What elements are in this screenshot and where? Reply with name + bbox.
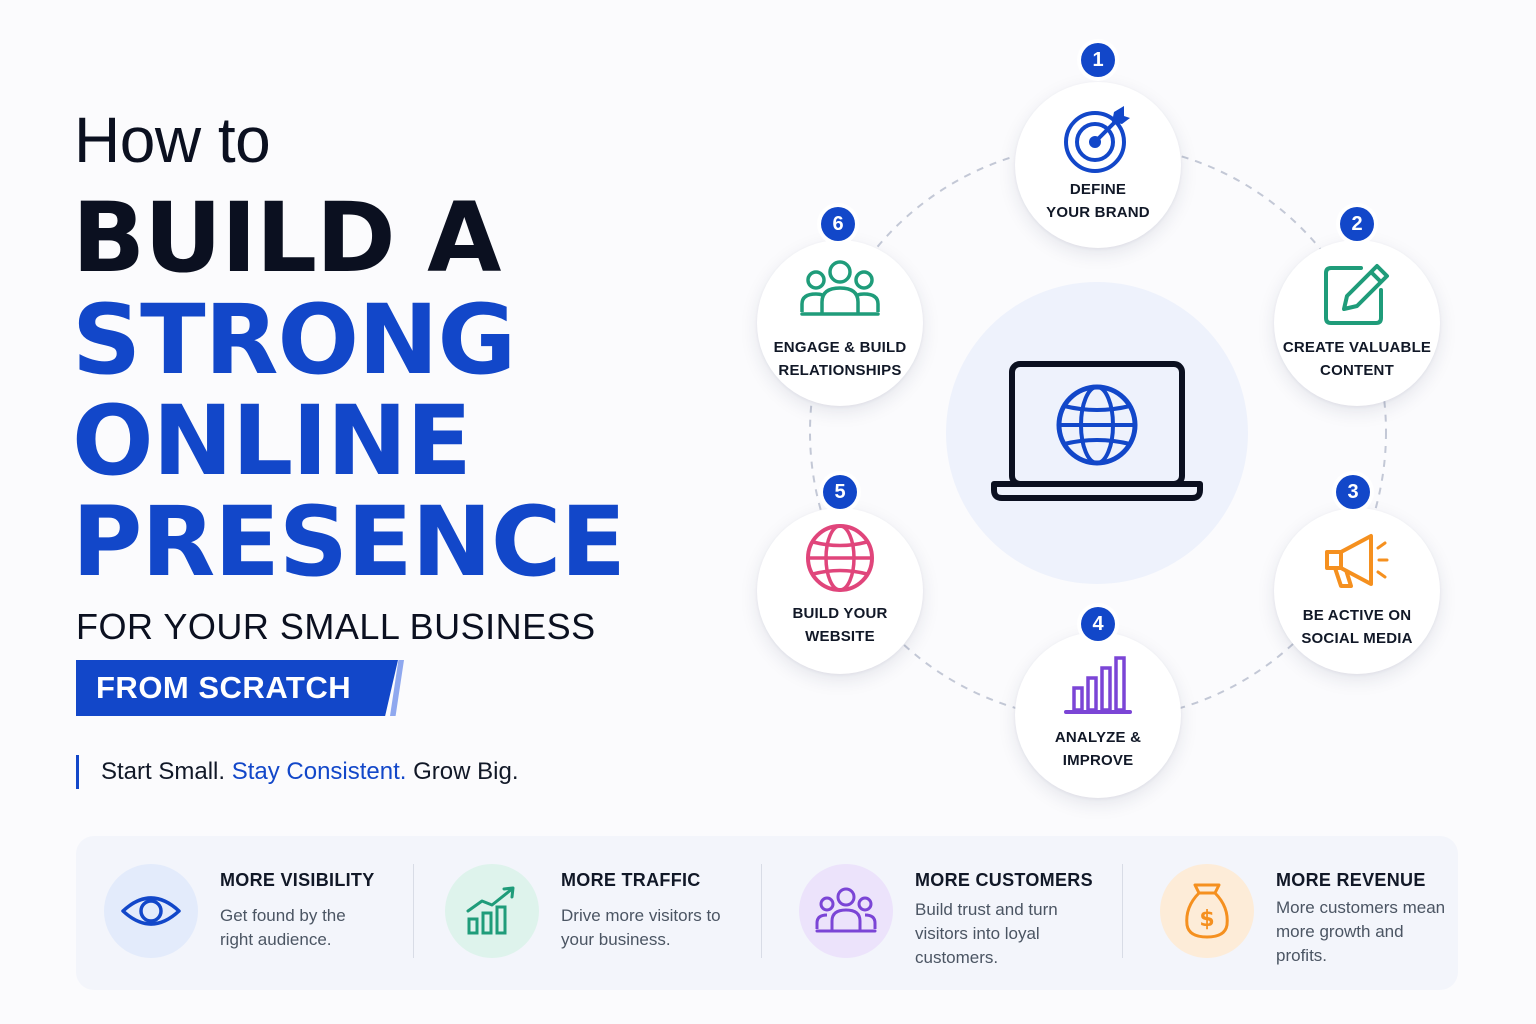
benefit-traffic-desc: Drive more visitors to your business. (561, 906, 721, 949)
tagline-grow-big: Grow Big. (413, 758, 519, 785)
step-5-label: BUILD YOUR WEBSITE (792, 605, 888, 645)
step-6-label: ENGAGE & BUILD RELATIONSHIPS (773, 339, 907, 379)
step-1-badge: 1 (1081, 43, 1115, 77)
benefits-bar: MORE VISIBILITY Get found by the right a… (76, 836, 1458, 990)
eye-icon (121, 896, 181, 926)
benefit-divider (761, 864, 762, 958)
megaphone-icon (1325, 534, 1389, 588)
from-scratch-badge: FROM SCRATCH (76, 660, 404, 716)
headline-online: ONLINE (72, 385, 472, 497)
headline-build-a: BUILD A (72, 182, 501, 294)
benefit-traffic-title: MORE TRAFFIC (561, 870, 701, 890)
tagline-start-small: Start Small. (101, 758, 226, 785)
headline-how-to: How to (74, 104, 271, 176)
benefit-revenue-desc: More customers mean more growth and prof… (1276, 898, 1446, 965)
step-1-label: DEFINE YOUR BRAND (1046, 181, 1150, 221)
headline-subline: FOR YOUR SMALL BUSINESS (76, 606, 596, 647)
step-engage: ENGAGE & BUILD RELATIONSHIPS (757, 240, 923, 406)
globe-icon (806, 524, 874, 592)
benefit-revenue-title: MORE REVENUE (1276, 870, 1426, 890)
step-2-label: CREATE VALUABLE CONTENT (1282, 339, 1432, 379)
edit-icon (1324, 264, 1389, 325)
from-scratch-text: FROM SCRATCH (96, 670, 352, 705)
benefit-revenue-icon-circle: $ (1160, 864, 1254, 958)
step-build-website: BUILD YOUR WEBSITE (757, 508, 923, 674)
benefit-visibility-desc: Get found by the right audience. (220, 906, 346, 949)
benefit-traffic-icon-circle (445, 864, 539, 958)
step-analyze: ANALYZE & IMPROVE (1015, 632, 1181, 798)
bar-chart-icon (1064, 656, 1132, 714)
benefit-visibility-icon-circle (104, 864, 198, 958)
headline-presence: PRESENCE (72, 486, 626, 598)
group-icon (815, 887, 877, 933)
benefit-divider (1122, 864, 1123, 958)
step-social-media: BE ACTIVE ON SOCIAL MEDIA (1274, 508, 1440, 674)
benefit-customers-desc: Build trust and turn visitors into loyal… (915, 900, 1058, 967)
svg-text:$: $ (1199, 907, 1214, 932)
step-6-badge: 6 (821, 207, 855, 241)
tagline-stay-consistent: Stay Consistent. (231, 758, 407, 785)
step-4-label: ANALYZE & IMPROVE (1054, 729, 1142, 769)
step-5-badge: 5 (823, 475, 857, 509)
step-4-badge: 4 (1081, 607, 1115, 641)
center-laptop (946, 282, 1248, 584)
money-bag-icon: $ (1185, 883, 1229, 939)
step-create-content: CREATE VALUABLE CONTENT (1274, 240, 1440, 406)
benefit-customers-title: MORE CUSTOMERS (915, 870, 1093, 890)
benefit-customers-icon-circle (799, 864, 893, 958)
step-2-badge: 2 (1340, 207, 1374, 241)
step-define-brand: DEFINE YOUR BRAND (1015, 82, 1181, 248)
tagline: Start Small. Stay Consistent. Grow Big. (76, 755, 519, 789)
step-3-label: BE ACTIVE ON SOCIAL MEDIA (1301, 607, 1413, 647)
benefit-visibility-title: MORE VISIBILITY (220, 870, 375, 890)
target-icon (1064, 106, 1130, 173)
step-3-badge: 3 (1336, 475, 1370, 509)
people-icon (800, 260, 880, 316)
laptop-globe-icon (991, 361, 1203, 501)
benefit-divider (413, 864, 414, 958)
growth-chart-icon (466, 886, 515, 935)
headline-strong: STRONG (72, 284, 516, 396)
